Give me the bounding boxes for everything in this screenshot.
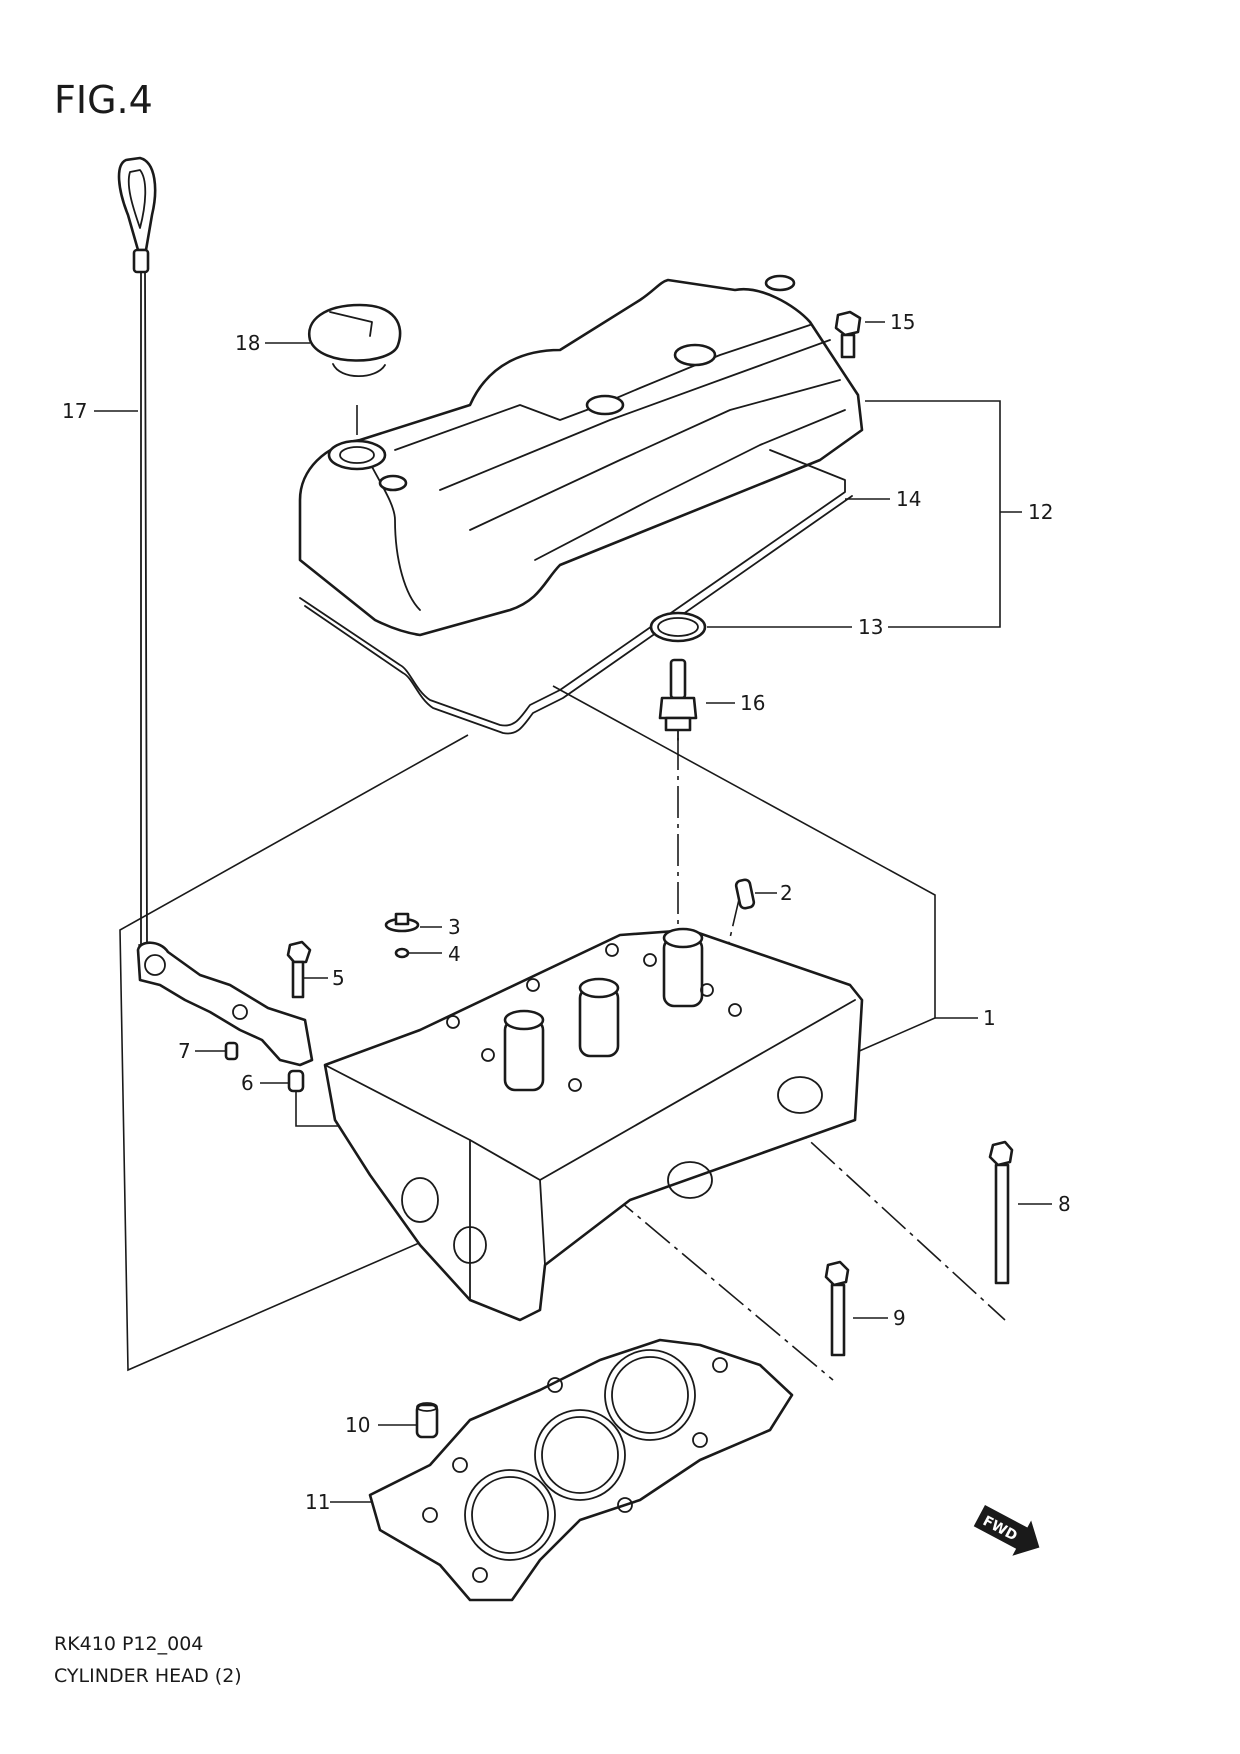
plug-and-washer <box>384 912 420 959</box>
callout-9: 9 <box>893 1306 906 1330</box>
spark-plug <box>658 658 698 741</box>
callout-11: 11 <box>305 1490 330 1514</box>
cylinder-head-cover <box>298 274 864 637</box>
cam-cap-bracket <box>136 941 314 1067</box>
callout-5: 5 <box>332 966 345 990</box>
callout-1: 1 <box>983 1006 996 1030</box>
head-bolt-long <box>988 1140 1014 1285</box>
cylinder-head-gasket <box>368 1338 794 1602</box>
callout-16: 16 <box>740 691 765 715</box>
callout-17: 17 <box>62 399 87 423</box>
diagram-caption: CYLINDER HEAD (2) <box>54 1665 242 1687</box>
diagram-code: RK410 P12_004 <box>54 1633 204 1655</box>
head-cover-gasket <box>299 449 853 735</box>
part-2-cap <box>734 878 756 910</box>
callout-12: 12 <box>1028 500 1053 524</box>
callout-8: 8 <box>1058 1192 1071 1216</box>
callout-13: 13 <box>858 615 883 639</box>
cylinder-head <box>323 927 864 1322</box>
part-5-bolt <box>286 940 312 999</box>
part-10-dowel <box>415 1402 439 1439</box>
callout-6: 6 <box>241 1071 254 1095</box>
figure-title: FIG.4 <box>54 78 153 122</box>
fwd-arrow-badge: FWD <box>973 1505 1040 1556</box>
o-ring <box>649 611 707 643</box>
callout-3: 3 <box>448 915 461 939</box>
oil-filler-cap <box>307 303 402 377</box>
callout-10: 10 <box>345 1413 370 1437</box>
cover-bolt <box>834 310 862 359</box>
leader-lines <box>94 321 1052 1503</box>
callout-labels: 1 2 3 4 5 6 7 8 9 10 11 12 13 14 15 16 1… <box>62 310 1071 1514</box>
callout-7: 7 <box>178 1039 191 1063</box>
head-bolt-short <box>824 1260 850 1357</box>
dowel-pins <box>224 1041 305 1093</box>
callout-2: 2 <box>780 881 793 905</box>
callout-18: 18 <box>235 331 260 355</box>
oil-dipstick <box>117 156 157 946</box>
callout-14: 14 <box>896 487 921 511</box>
callout-15: 15 <box>890 310 915 334</box>
callout-4: 4 <box>448 942 461 966</box>
